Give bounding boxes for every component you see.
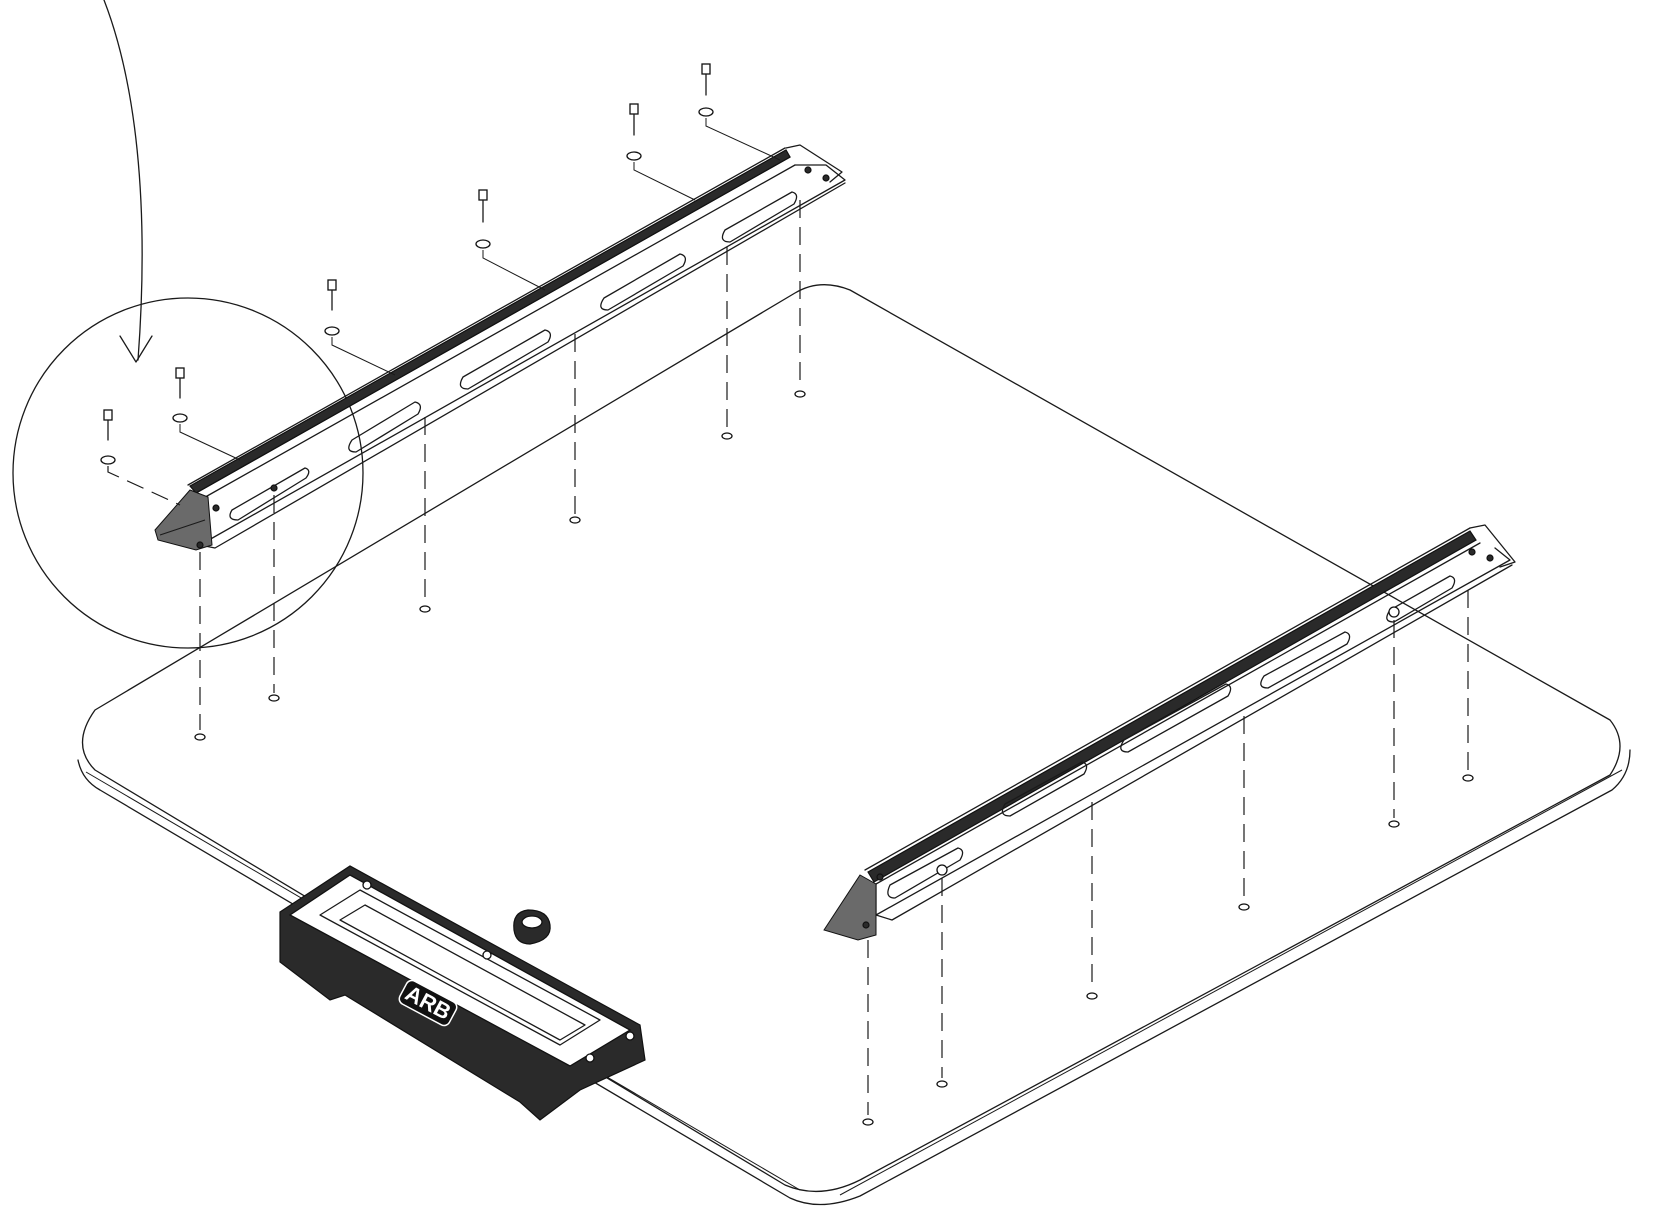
bolt: [698, 63, 781, 161]
knob: [513, 909, 551, 945]
bolt: [100, 409, 181, 506]
step-plate: ARB: [279, 865, 646, 1121]
detail-callout-circle: [12, 297, 364, 649]
bolt: [324, 279, 396, 376]
right-rail-dropdowns: [862, 590, 1474, 1126]
rail-left: [154, 144, 846, 551]
bolt: [626, 103, 696, 201]
bolt: [172, 367, 241, 461]
left-rail-dropdowns: [194, 200, 806, 741]
board-panel: [77, 284, 1631, 1206]
left-rail-bolts: [100, 63, 781, 506]
callout-leader: [103, 0, 143, 361]
rail-right: [823, 524, 1516, 941]
bolt: [475, 189, 546, 291]
